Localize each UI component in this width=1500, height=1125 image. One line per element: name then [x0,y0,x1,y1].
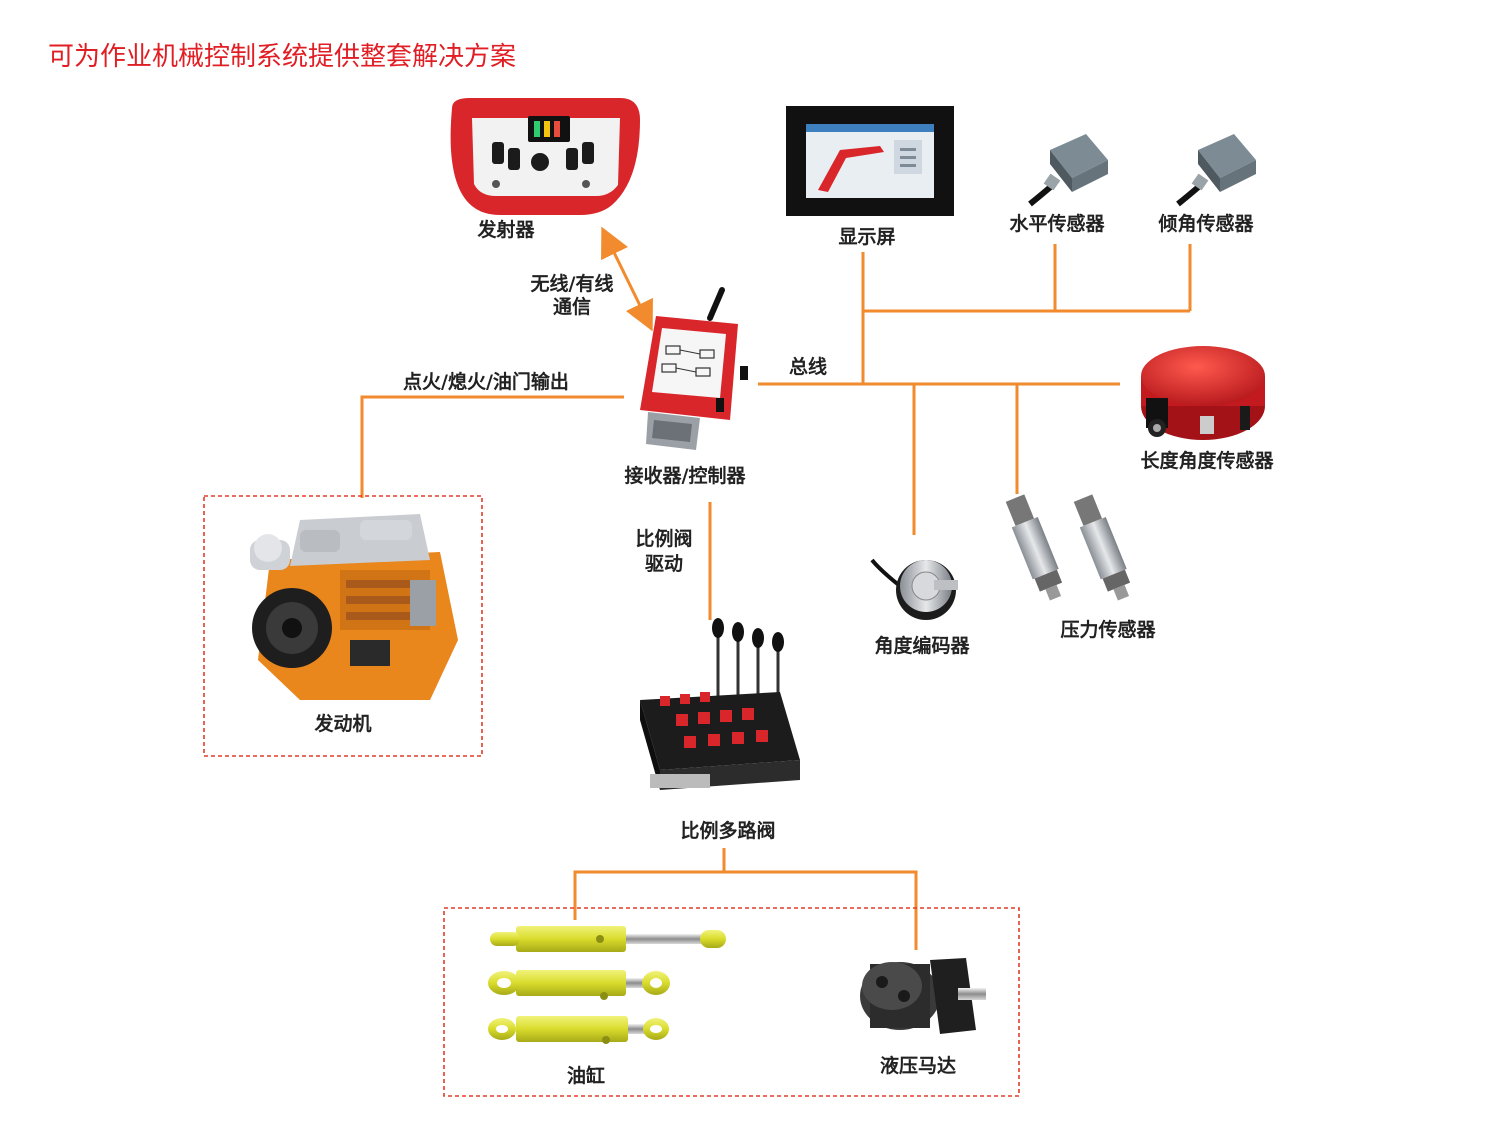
engine-output-wire [360,395,624,498]
level-sensor-icon [1028,134,1108,207]
cylinder-label: 油缸 [567,1064,605,1087]
multiway-valve-label: 比例多路阀 [680,819,775,842]
actuators-dashed-box [443,907,1020,1097]
receiver-icon [640,287,748,450]
display-icon [786,106,954,216]
level-sensor-label: 水平传感器 [1009,212,1105,235]
bus-label: 总线 [789,355,827,378]
engine-icon [250,514,458,700]
engine-dashed-box [203,495,483,757]
connection-wires [360,226,1192,950]
tilt-sensor-label: 倾角传感器 [1157,212,1254,235]
pressure-sensor-label: 压力传感器 [1060,618,1156,641]
length-angle-sensor-icon [1141,346,1265,440]
engine-output-label: 点火/熄火/油门输出 [403,370,569,393]
transmitter-label: 发射器 [476,218,535,241]
comm-arrow [601,226,653,332]
length-angle-sensor-label: 长度角度传感器 [1140,449,1274,472]
engine-label: 发动机 [313,712,371,735]
hydraulic-motor-icon [860,958,986,1034]
receiver-label: 接收器/控制器 [625,464,747,487]
multiway-valve-icon [640,618,800,790]
pressure-sensor-icon [1005,494,1131,601]
valve-drive-label-line2: 驱动 [645,553,683,575]
angle-encoder-label: 角度编码器 [874,634,970,657]
display-label: 显示屏 [838,226,895,248]
valve-drive-label-line1: 比例阀 [635,527,692,550]
angle-encoder-icon [870,558,958,620]
cylinder-icon [488,926,726,1044]
comm-label-line2: 通信 [553,295,591,318]
hydraulic-motor-label: 液压马达 [880,1054,956,1077]
tilt-sensor-icon [1176,134,1256,207]
comm-label-line1: 无线/有线 [531,272,614,295]
transmitter-icon [450,98,640,215]
page-title: 可为作业机械控制系统提供整套解决方案 [48,42,516,72]
actuator-bus-wire [573,870,918,950]
